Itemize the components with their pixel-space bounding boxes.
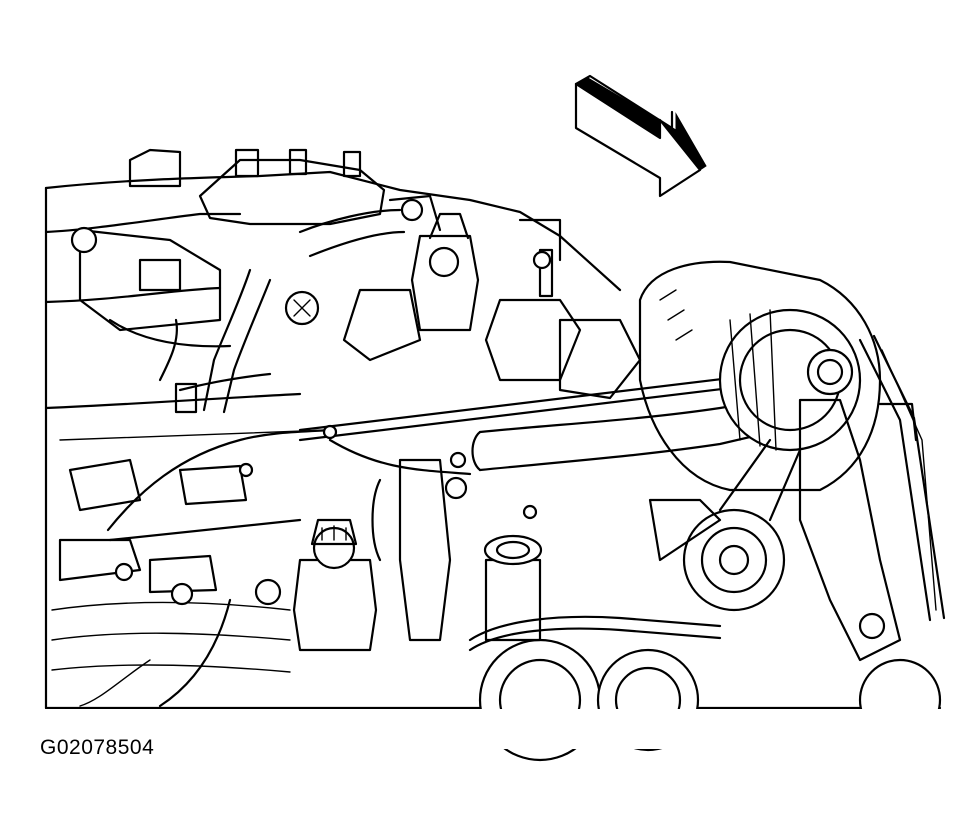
radiator-hose bbox=[298, 370, 782, 472]
alternator bbox=[638, 260, 882, 492]
center-components bbox=[342, 212, 642, 400]
upper-hoses bbox=[178, 208, 406, 414]
view-direction-arrow bbox=[574, 74, 707, 198]
front-pulleys bbox=[40, 615, 960, 762]
intake-manifold bbox=[70, 148, 386, 348]
spark-plug-wires bbox=[158, 194, 562, 414]
fuel-rail bbox=[58, 458, 282, 606]
idler-pulley bbox=[648, 498, 786, 612]
lower-bracket bbox=[798, 398, 918, 662]
egr-valve bbox=[292, 518, 378, 652]
wiring-harness bbox=[79, 424, 538, 708]
thermostat-housing bbox=[371, 458, 543, 642]
figure-id-label: G02078504 bbox=[40, 736, 155, 759]
